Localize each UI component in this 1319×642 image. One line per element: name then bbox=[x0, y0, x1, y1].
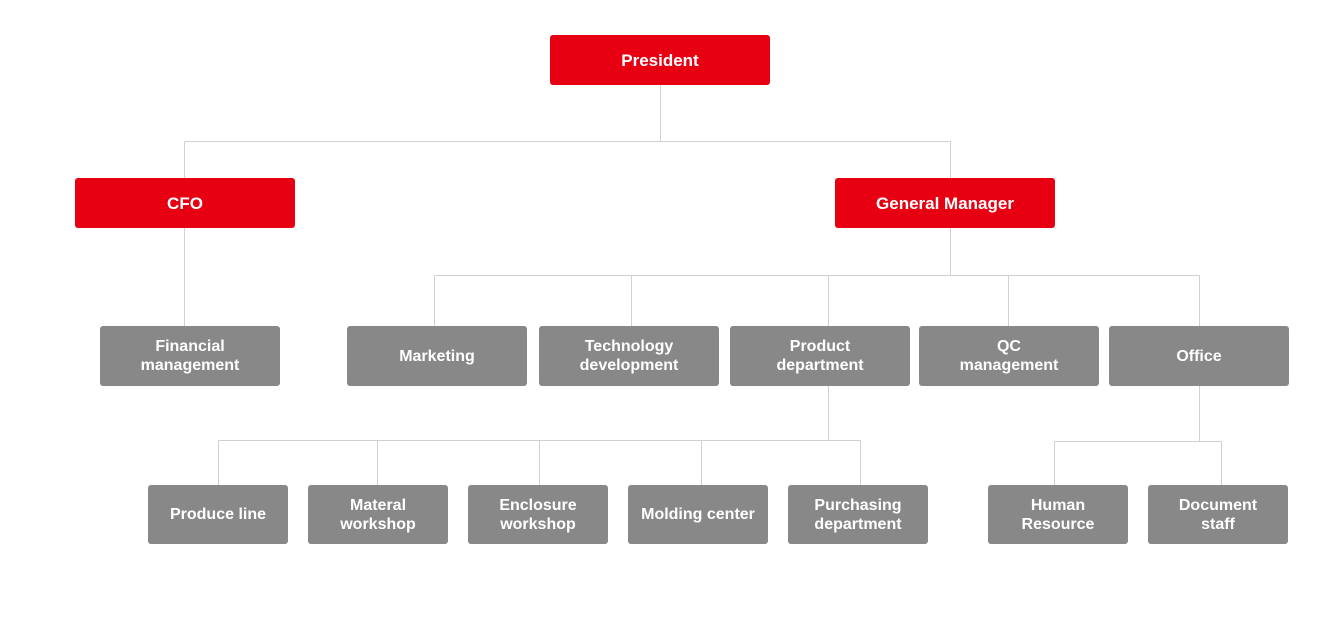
node-president: President bbox=[550, 35, 770, 85]
node-technology-development: Technology development bbox=[539, 326, 719, 386]
node-financial-management: Financial management bbox=[100, 326, 280, 386]
node-cfo-label: CFO bbox=[167, 193, 203, 213]
node-general-manager-label: General Manager bbox=[876, 193, 1014, 213]
node-marketing-label: Marketing bbox=[399, 347, 475, 365]
node-molding-center-label: Molding center bbox=[641, 506, 755, 523]
connector-general-manager bbox=[434, 228, 1200, 326]
node-office: Office bbox=[1109, 326, 1289, 386]
node-materal-workshop: Materal workshop bbox=[308, 485, 448, 544]
node-molding-center: Molding center bbox=[628, 485, 768, 544]
node-produce-line-label: Produce line bbox=[169, 506, 267, 523]
node-human-resource: Human Resource bbox=[988, 485, 1128, 544]
node-produce-line: Produce line bbox=[148, 485, 288, 544]
node-president-label: President bbox=[621, 50, 699, 70]
node-human-resource-label: Human Resource bbox=[1021, 496, 1095, 533]
connector-president bbox=[184, 85, 951, 178]
connector-product-department bbox=[218, 386, 861, 485]
node-materal-workshop-label: Materal workshop bbox=[340, 496, 416, 533]
node-technology-development-label: Technology development bbox=[579, 338, 679, 374]
node-document-staff: Document staff bbox=[1148, 485, 1288, 544]
node-document-staff-label: Document staff bbox=[1178, 496, 1258, 533]
node-qc-management: QC management bbox=[919, 326, 1099, 386]
node-cfo: CFO bbox=[75, 178, 295, 228]
node-enclosure-workshop: Enclosure workshop bbox=[468, 485, 608, 544]
node-financial-management-label: Financial management bbox=[140, 338, 240, 374]
connector-office bbox=[1054, 386, 1222, 485]
node-general-manager: General Manager bbox=[835, 178, 1055, 228]
node-office-label: Office bbox=[1176, 347, 1222, 365]
node-purchasing-department: Purchasing department bbox=[788, 485, 928, 544]
node-purchasing-department-label: Purchasing department bbox=[814, 496, 902, 533]
node-product-department-label: Product department bbox=[776, 338, 864, 374]
node-enclosure-workshop-label: Enclosure workshop bbox=[499, 496, 577, 533]
node-product-department: Product department bbox=[730, 326, 910, 386]
node-qc-management-label: QC management bbox=[959, 338, 1059, 374]
node-marketing: Marketing bbox=[347, 326, 527, 386]
